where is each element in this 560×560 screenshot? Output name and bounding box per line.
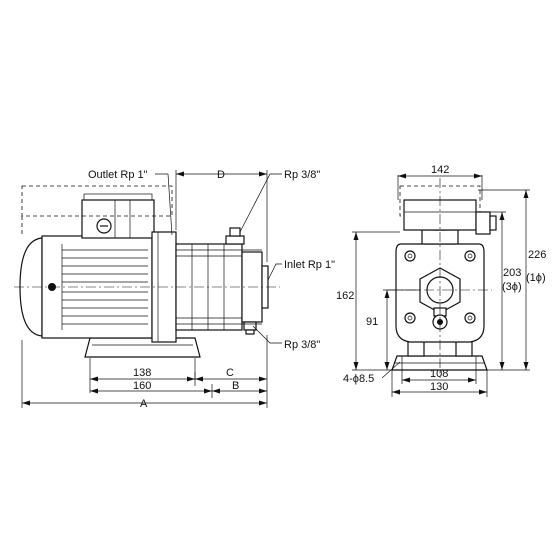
label-holes: 4-ϕ8.5	[343, 373, 374, 385]
label-outlet: Outlet Rp 1"	[88, 169, 148, 181]
dim-label-c: C	[226, 367, 234, 379]
outlet-port	[225, 235, 245, 245]
label-inlet: Inlet Rp 1"	[284, 259, 335, 271]
dim-label-130: 130	[430, 381, 448, 393]
label-d: D	[217, 169, 225, 181]
dim-label-162: 162	[336, 290, 354, 302]
terminal-box	[81, 199, 155, 239]
dim-label-b: B	[232, 380, 239, 392]
motor-cooling-fins	[61, 244, 148, 330]
side-base-plate	[84, 337, 201, 358]
dim-label-108: 108	[430, 368, 448, 380]
terminal-box-screw-icon	[96, 218, 112, 234]
cable-gland	[475, 211, 491, 235]
side-view	[14, 170, 282, 408]
capacitor-box-outline	[21, 185, 173, 217]
front-view	[352, 173, 530, 397]
label-rp-bottom: Rp 3/8"	[284, 339, 320, 351]
dim-label-226: 226	[528, 249, 546, 261]
dim-label-203: 203	[503, 267, 521, 279]
bottom-drain-plug	[243, 321, 257, 331]
label-rp-top: Rp 3/8"	[284, 169, 320, 181]
dim-label-160: 160	[133, 380, 151, 392]
dim-label-a: A	[140, 398, 148, 410]
dim-label-142: 142	[431, 164, 449, 176]
dim-label-3phi: (3ϕ)	[502, 281, 522, 293]
dim-label-138: 138	[133, 367, 151, 379]
top-vent-plug	[229, 227, 241, 237]
dim-label-91: 91	[366, 316, 378, 328]
dim-label-1phi: (1ϕ)	[526, 272, 546, 284]
